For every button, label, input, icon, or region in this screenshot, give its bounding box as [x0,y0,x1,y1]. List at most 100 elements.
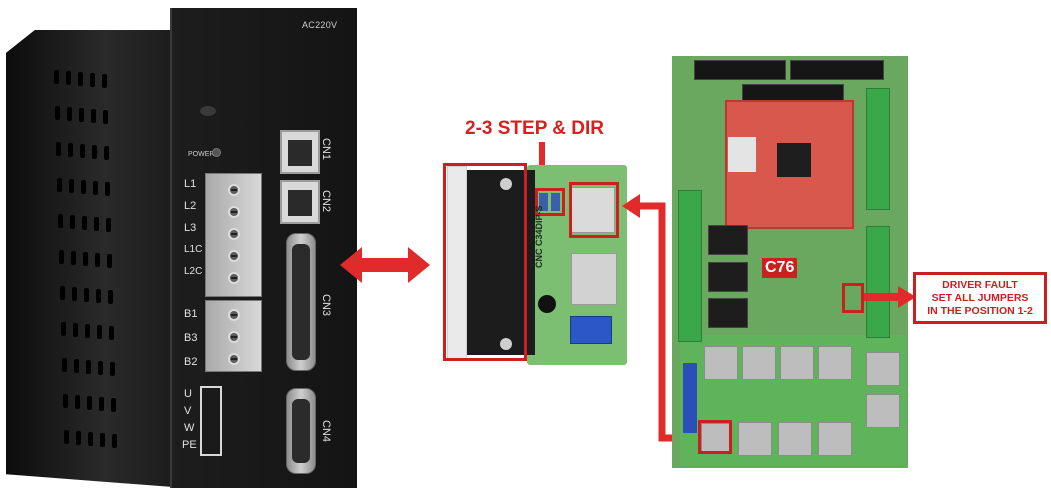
terminal-label-w: W [184,422,195,434]
io-jack [818,422,852,456]
db25-connector-body [455,170,535,355]
screw-icon [228,206,240,218]
double-arrow-icon [340,247,430,283]
fault-arrow-icon [864,286,916,308]
vent-slot [61,322,66,336]
vent-slot [75,395,80,409]
vent-slot [67,107,72,121]
screw-icon [228,309,240,321]
relay-2 [708,262,748,292]
vent-slot [104,146,109,160]
cn1-rj45-port [280,130,320,174]
jumper-highlight [535,188,565,216]
vent-slot [81,180,86,194]
green-terminal-right-top [866,88,890,210]
mount-hole [500,338,512,350]
power-label: POWER [188,151,215,158]
board-silkscreen: CNC C34DIP-S [534,205,544,268]
vent-slot [69,179,74,193]
servo-drive-front: AC220V POWER L1 L2 L3 L1C L2C B1 B3 B2 U… [170,8,357,488]
jumper-icon [539,193,548,211]
ribbon-header-1 [694,60,786,80]
vent-slot [87,396,92,410]
green-terminal-left [678,190,702,342]
vent-slot [85,324,90,338]
vent-slot [100,433,105,447]
step-dir-callout: 2-3 STEP & DIR [465,118,605,139]
connected-jack-highlight [698,420,732,454]
transistor-icon [538,295,556,313]
c76-module-label: C76 [762,258,798,278]
rj45-jack-bottom [571,253,617,305]
ribbon-header-2 [790,60,884,80]
usb-connector [728,137,756,172]
vent-slot [60,286,65,300]
relay-1 [708,225,748,255]
mount-hole [500,178,512,190]
vent-slot [63,394,68,408]
vent-slot [59,250,64,264]
vent-slot [83,252,88,266]
screw-icon [228,184,240,196]
driver-fault-callout: DRIVER FAULT SET ALL JUMPERS IN THE POSI… [913,272,1047,324]
vent-slot [99,397,104,411]
vent-slot [93,181,98,195]
vent-slot [74,359,79,373]
supply-voltage-label: AC220V [302,20,338,30]
terminal-label-b1: B1 [184,308,198,320]
motor-terminal-block [200,386,222,456]
vent-slot [95,253,100,267]
relay-3 [708,298,748,328]
screw-icon [228,331,240,343]
main-power-terminal-block [205,173,262,297]
mcu-chip [777,143,811,177]
vent-slot [54,70,59,84]
fault-callout-line-3: IN THE POSITION 1-2 [927,305,1033,317]
vent-slot [57,178,62,192]
terminal-label-l1c: L1C [184,244,203,255]
vent-slot [106,218,111,232]
cn3-dsub-connector [286,233,316,371]
vent-slot [73,323,78,337]
vent-slot [88,432,93,446]
vent-slot [55,106,60,120]
screw-icon [228,250,240,262]
vent-slot [110,362,115,376]
db25-highlight [443,163,527,361]
cn2-rj45-port [280,180,320,224]
vent-slot [56,142,61,156]
vent-slot [97,325,102,339]
terminal-label-b3: B3 [184,332,198,344]
green-terminal-right-bottom [866,226,890,338]
servo-drive-side [6,30,186,488]
terminal-label-b2: B2 [184,356,198,368]
vent-slot [94,217,99,231]
vent-slot [82,216,87,230]
cn2-label: CN2 [320,190,332,213]
blue-terminal-block [570,316,612,344]
vent-slot [109,326,114,340]
cn4-dsub-connector [286,388,316,474]
fault-callout-line-2: SET ALL JUMPERS [931,292,1029,304]
terminal-label-l2c: L2C [184,266,203,277]
vent-slot [90,73,95,87]
vent-slot [76,431,81,445]
vent-slot [58,214,63,228]
rj45-highlight [569,182,619,238]
vent-slot [86,360,91,374]
vent-slot [78,72,83,86]
jumper-icon [551,193,560,211]
io-jack [704,346,738,380]
blue-terminal-strip [683,363,697,433]
vent-slot [107,254,112,268]
vent-slot [66,71,71,85]
vent-slot [102,74,107,88]
vent-slot [68,143,73,157]
io-jack [866,394,900,428]
top-knob [200,106,216,116]
vent-slot [72,287,77,301]
terminal-label-l2: L2 [184,200,197,212]
vent-slot [108,290,113,304]
terminal-label-u: U [184,388,192,400]
terminal-label-l3: L3 [184,222,197,234]
